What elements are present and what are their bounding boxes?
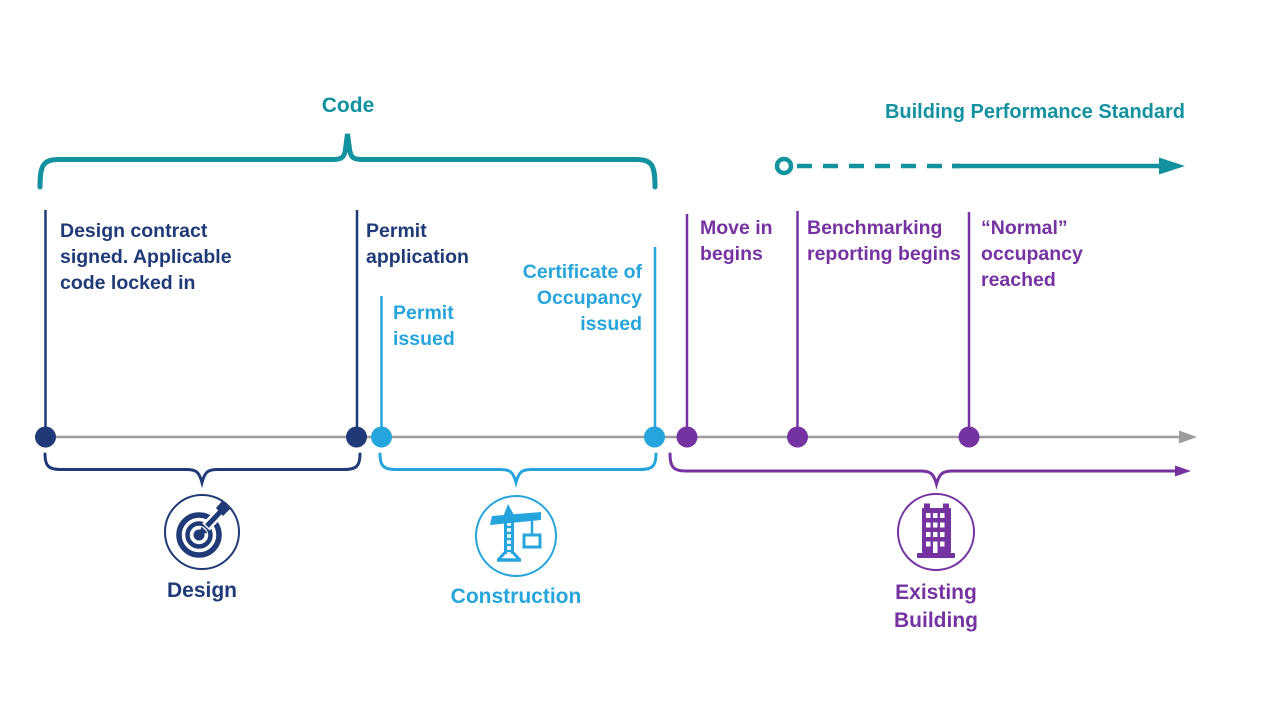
building-icon <box>897 493 975 571</box>
construction-phase-icon <box>474 494 558 583</box>
existing-building-phase-icon <box>896 492 976 577</box>
tower-crane-icon <box>475 495 557 577</box>
existing-building-phase-label: Existing Building <box>894 581 978 632</box>
milestone-dot-permit-issued <box>371 426 392 448</box>
code-header-label: Code <box>321 94 375 117</box>
milestone-dot-certificate-occupancy <box>644 426 665 448</box>
construction-phase-label: Construction <box>450 585 582 608</box>
bps-start-circle-icon <box>774 156 794 176</box>
milestone-label-normal-occupancy: “Normal” occupancy reached <box>981 217 1083 291</box>
bps-header-label: Building Performance Standard <box>884 101 1186 123</box>
timeline-axis <box>40 430 1197 444</box>
design-phase-brace <box>43 452 362 489</box>
timeline-arrowhead-icon <box>1179 430 1197 444</box>
design-phase-label: Design <box>166 579 237 602</box>
code-brace <box>37 133 658 190</box>
construction-phase-brace <box>378 452 658 489</box>
milestone-label-design-contract: Design contract signed. Applicable code … <box>60 220 232 294</box>
existing-brace-arrowhead-icon <box>1175 465 1191 477</box>
milestone-dot-benchmarking <box>787 426 808 448</box>
bps-arrow <box>774 156 1185 176</box>
existing-building-phase-brace-arrow <box>668 452 1191 490</box>
milestone-label-permit-issued: Permit issued <box>393 302 455 350</box>
milestone-label-move-in: Move in begins <box>700 217 773 265</box>
milestone-dot-move-in <box>676 426 698 448</box>
milestone-dot-design-contract <box>35 426 56 448</box>
milestone-dot-normal-occupancy <box>958 426 980 448</box>
milestone-label-permit-application: Permit application <box>366 220 469 268</box>
milestone-dot-permit-application <box>346 426 367 448</box>
milestone-label-certificate-occupancy: Certificate of Occupancy issued <box>522 261 642 335</box>
target-dart-icon <box>164 494 240 570</box>
milestone-label-benchmarking: Benchmarking reporting begins <box>807 217 961 265</box>
design-phase-icon <box>163 493 241 576</box>
bps-arrowhead-icon <box>1159 157 1185 175</box>
